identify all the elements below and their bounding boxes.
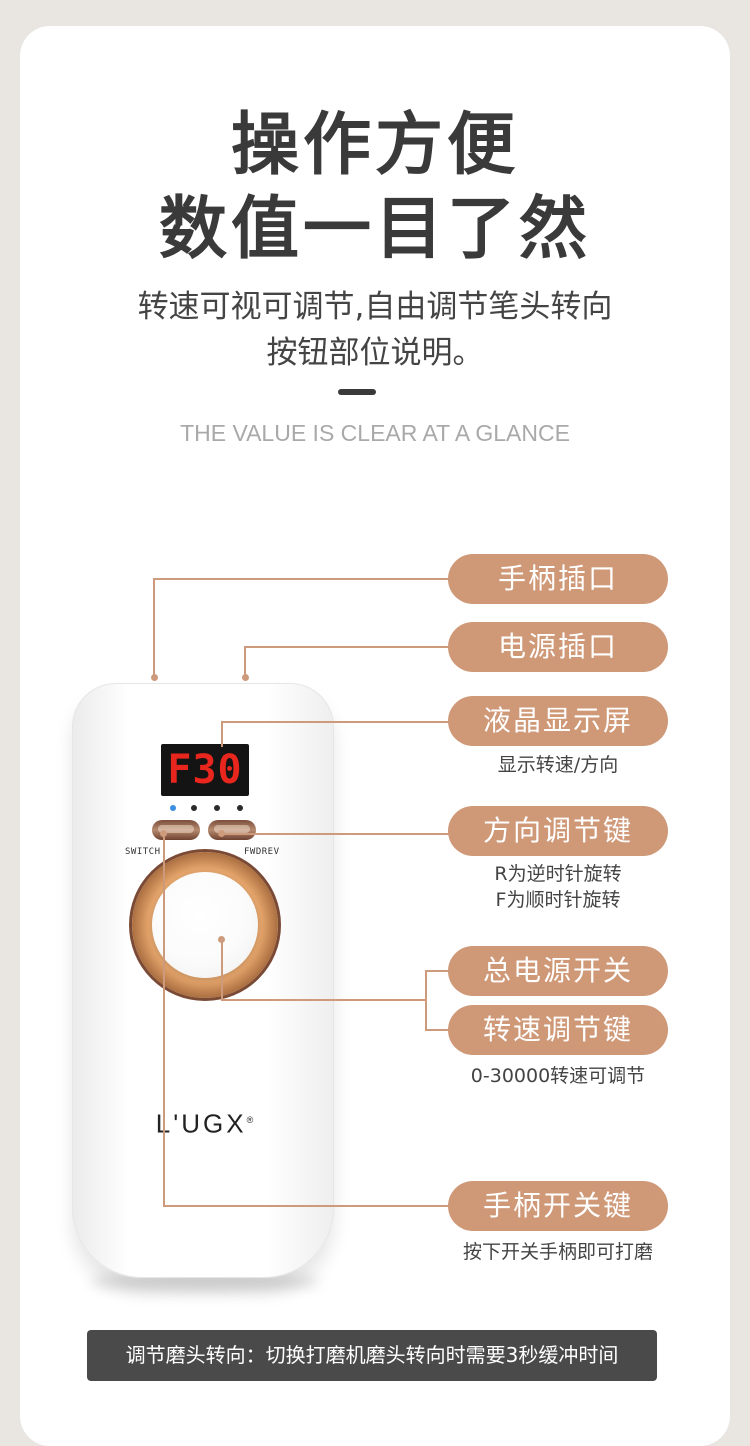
callout-dot	[218, 936, 225, 943]
note-direction-r: R为逆时针旋转	[494, 863, 622, 885]
indicator-led-blue	[170, 805, 176, 811]
callout-line	[425, 1029, 449, 1031]
note-lcd-screen: 显示转速/方向	[497, 754, 619, 776]
callout-line	[221, 940, 223, 1000]
note-direction-f: F为顺时针旋转	[495, 889, 621, 911]
callout-line	[153, 578, 155, 676]
subtitle-line-1: 转速可视可调节,自由调节笔头转向	[137, 289, 613, 325]
headline-line-2: 数值一目了然	[158, 190, 591, 269]
callout-line	[244, 646, 246, 676]
indicator-led	[191, 805, 197, 811]
switch-button[interactable]	[152, 820, 200, 840]
lcd-display: F30	[161, 744, 249, 796]
direction-button[interactable]	[208, 820, 256, 840]
indicator-led	[237, 805, 243, 811]
callout-line	[153, 578, 449, 580]
divider-dash	[338, 389, 376, 395]
label-direction-key: 方向调节键	[448, 806, 668, 856]
callout-line	[244, 646, 449, 648]
callout-line	[425, 970, 449, 972]
speed-knob[interactable]	[152, 872, 258, 978]
callout-line	[425, 970, 427, 1031]
callout-dot	[151, 674, 158, 681]
callout-dot	[242, 674, 249, 681]
fwdrev-label: FWDREV	[244, 847, 280, 857]
registered-mark: ®	[246, 1115, 257, 1125]
callout-line	[221, 721, 449, 723]
brand-logo: L'UGX®	[146, 1103, 266, 1141]
english-caption: THE VALUE IS CLEAR AT A GLANCE	[180, 420, 570, 446]
label-handle-socket: 手柄插口	[448, 554, 668, 604]
note-handle-switch: 按下开关手柄即可打磨	[462, 1241, 653, 1263]
label-handle-switch: 手柄开关键	[448, 1181, 668, 1231]
note-speed-key: 0-30000转速可调节	[470, 1065, 646, 1087]
label-main-power-switch: 总电源开关	[448, 946, 668, 996]
brand-name: L'UGX	[155, 1108, 247, 1139]
callout-dot	[218, 830, 225, 837]
label-speed-key: 转速调节键	[448, 1005, 668, 1055]
callout-dot	[160, 830, 167, 837]
headline-line-1: 操作方便	[230, 106, 519, 185]
callout-line	[163, 834, 165, 1206]
subtitle-line-2: 按钮部位说明。	[266, 335, 484, 371]
callout-line	[163, 1205, 449, 1207]
callout-line	[221, 999, 426, 1001]
label-power-socket: 电源插口	[448, 622, 668, 672]
footer-notice: 调节磨头转向：切换打磨机磨头转向时需要3秒缓冲时间	[87, 1330, 657, 1381]
switch-label: SWITCH	[125, 847, 161, 857]
callout-line	[221, 721, 223, 747]
indicator-led	[214, 805, 220, 811]
callout-line	[222, 833, 449, 835]
label-lcd-screen: 液晶显示屏	[448, 696, 668, 746]
